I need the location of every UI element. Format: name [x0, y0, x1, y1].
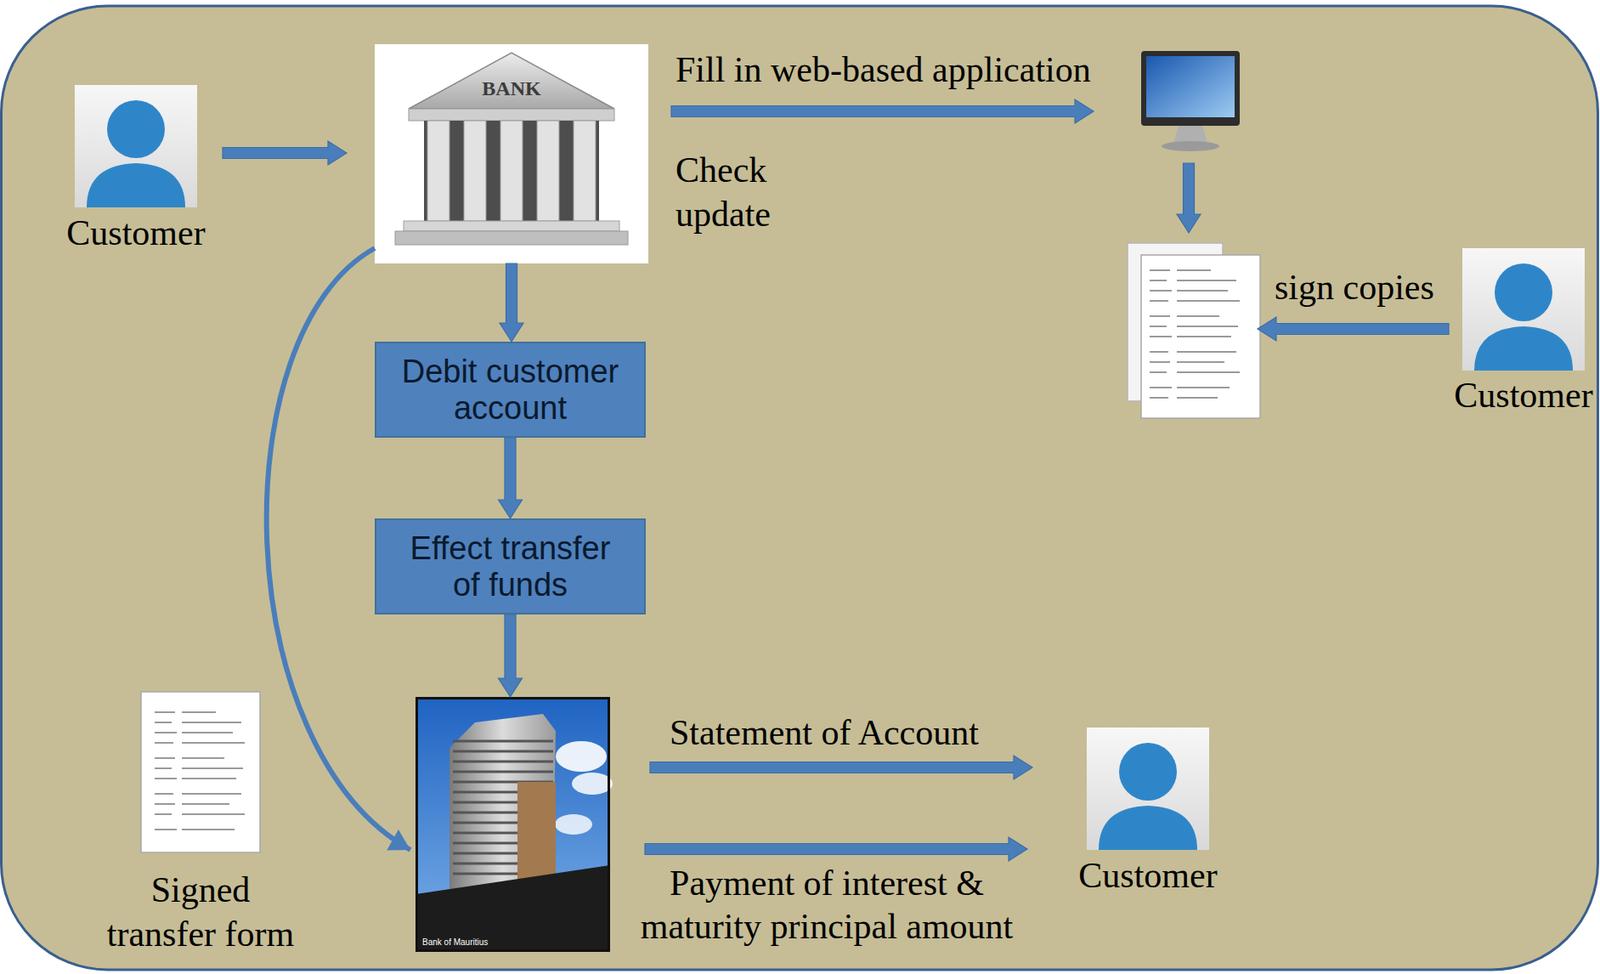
- page-lines: [154, 712, 245, 830]
- node-caption: Customer: [66, 212, 205, 254]
- block-arrow: [498, 437, 523, 519]
- node-caption: Signed transfer form: [101, 867, 301, 956]
- person-node: Customer: [1086, 727, 1210, 850]
- edge-label: Fill in web-based application: [675, 49, 1092, 91]
- block-arrow: [650, 755, 1033, 780]
- flow-arrow: [1257, 316, 1449, 341]
- central-bank-photo: [415, 696, 613, 952]
- arrow-head: [386, 829, 411, 850]
- page-lines: [1149, 270, 1240, 398]
- computer-monitor: [1141, 50, 1240, 152]
- monitor-base: [1161, 141, 1220, 152]
- process-box: Debit customer account: [374, 341, 646, 438]
- sign-text: BANK: [481, 77, 541, 101]
- block-arrow: [222, 141, 347, 165]
- block-arrow: [671, 99, 1094, 124]
- block-arrow: [499, 263, 524, 342]
- document-form: [141, 691, 261, 853]
- node-caption: Customer: [1453, 374, 1593, 416]
- tower-base: [415, 865, 611, 952]
- bank-building: [374, 44, 649, 264]
- monitor-screen: [1146, 56, 1235, 118]
- icon-tile: [74, 84, 198, 208]
- ground-panel: [1, 5, 1599, 970]
- column: [537, 120, 560, 221]
- sky: [415, 696, 611, 952]
- flow-arrow: [644, 836, 1028, 861]
- edge-label: Statement of Account: [669, 712, 979, 753]
- person-node: Customer: [1462, 248, 1585, 371]
- node-caption: Customer: [1078, 854, 1217, 896]
- step: [395, 231, 628, 245]
- person-icon: [1462, 248, 1585, 371]
- icon-tile: [1462, 248, 1585, 371]
- page: [141, 691, 261, 853]
- box-label: Debit customer account: [397, 353, 624, 426]
- person-body: [1474, 326, 1573, 371]
- monitor-stand: [1173, 125, 1208, 143]
- cloud: [555, 740, 607, 772]
- photo-credit: Bank of Mauritius: [422, 937, 488, 947]
- block-arrow: [1176, 163, 1201, 233]
- person-node: Customer: [74, 84, 198, 208]
- person-head: [107, 100, 165, 159]
- person-body: [86, 163, 186, 208]
- note-label: Check update: [675, 147, 782, 237]
- person-head: [1494, 263, 1553, 322]
- person-icon: [1086, 727, 1210, 850]
- block-arrow: [644, 836, 1028, 861]
- page: [1141, 254, 1261, 419]
- edge-label: Payment of interest & maturity principal…: [635, 861, 1018, 949]
- photo-frame: [417, 698, 610, 951]
- column: [427, 120, 450, 221]
- photo-node: Bank of Mauritius: [415, 696, 611, 952]
- step: [403, 220, 620, 232]
- process-box: Effect transfer of funds: [374, 518, 646, 615]
- documents-node: [1127, 243, 1261, 419]
- person-head: [1119, 742, 1177, 801]
- icon-tile: [1086, 727, 1210, 850]
- flow-arrow: [498, 614, 523, 697]
- cloud: [571, 772, 613, 795]
- person-body: [1098, 805, 1198, 850]
- bank-node: BANK: [374, 44, 649, 264]
- column: [463, 120, 487, 221]
- image-tile: [374, 44, 649, 264]
- edge-label: sign copies: [1274, 266, 1435, 308]
- block-arrow: [1257, 316, 1449, 341]
- document-node: Signed transfer form: [141, 691, 261, 853]
- monitor-frame: [1141, 50, 1240, 126]
- column: [500, 120, 523, 221]
- portico-shadow: [424, 120, 600, 221]
- pediment: [408, 52, 615, 109]
- block-arrow: [498, 614, 523, 697]
- column: [573, 120, 596, 221]
- flow-arrow: [671, 99, 1094, 124]
- flow-arrow: [650, 755, 1033, 780]
- monitor-node: [1136, 50, 1245, 153]
- person-icon: [74, 84, 198, 208]
- flow-arrow: [1176, 163, 1201, 233]
- document-copies: [1127, 243, 1261, 419]
- flow-arrow: [499, 263, 524, 342]
- entablature: [408, 108, 615, 121]
- flow-arrow: [498, 437, 523, 519]
- cloud: [554, 814, 593, 835]
- box-label: Effect transfer of funds: [397, 530, 624, 603]
- flow-arrow: [222, 141, 347, 165]
